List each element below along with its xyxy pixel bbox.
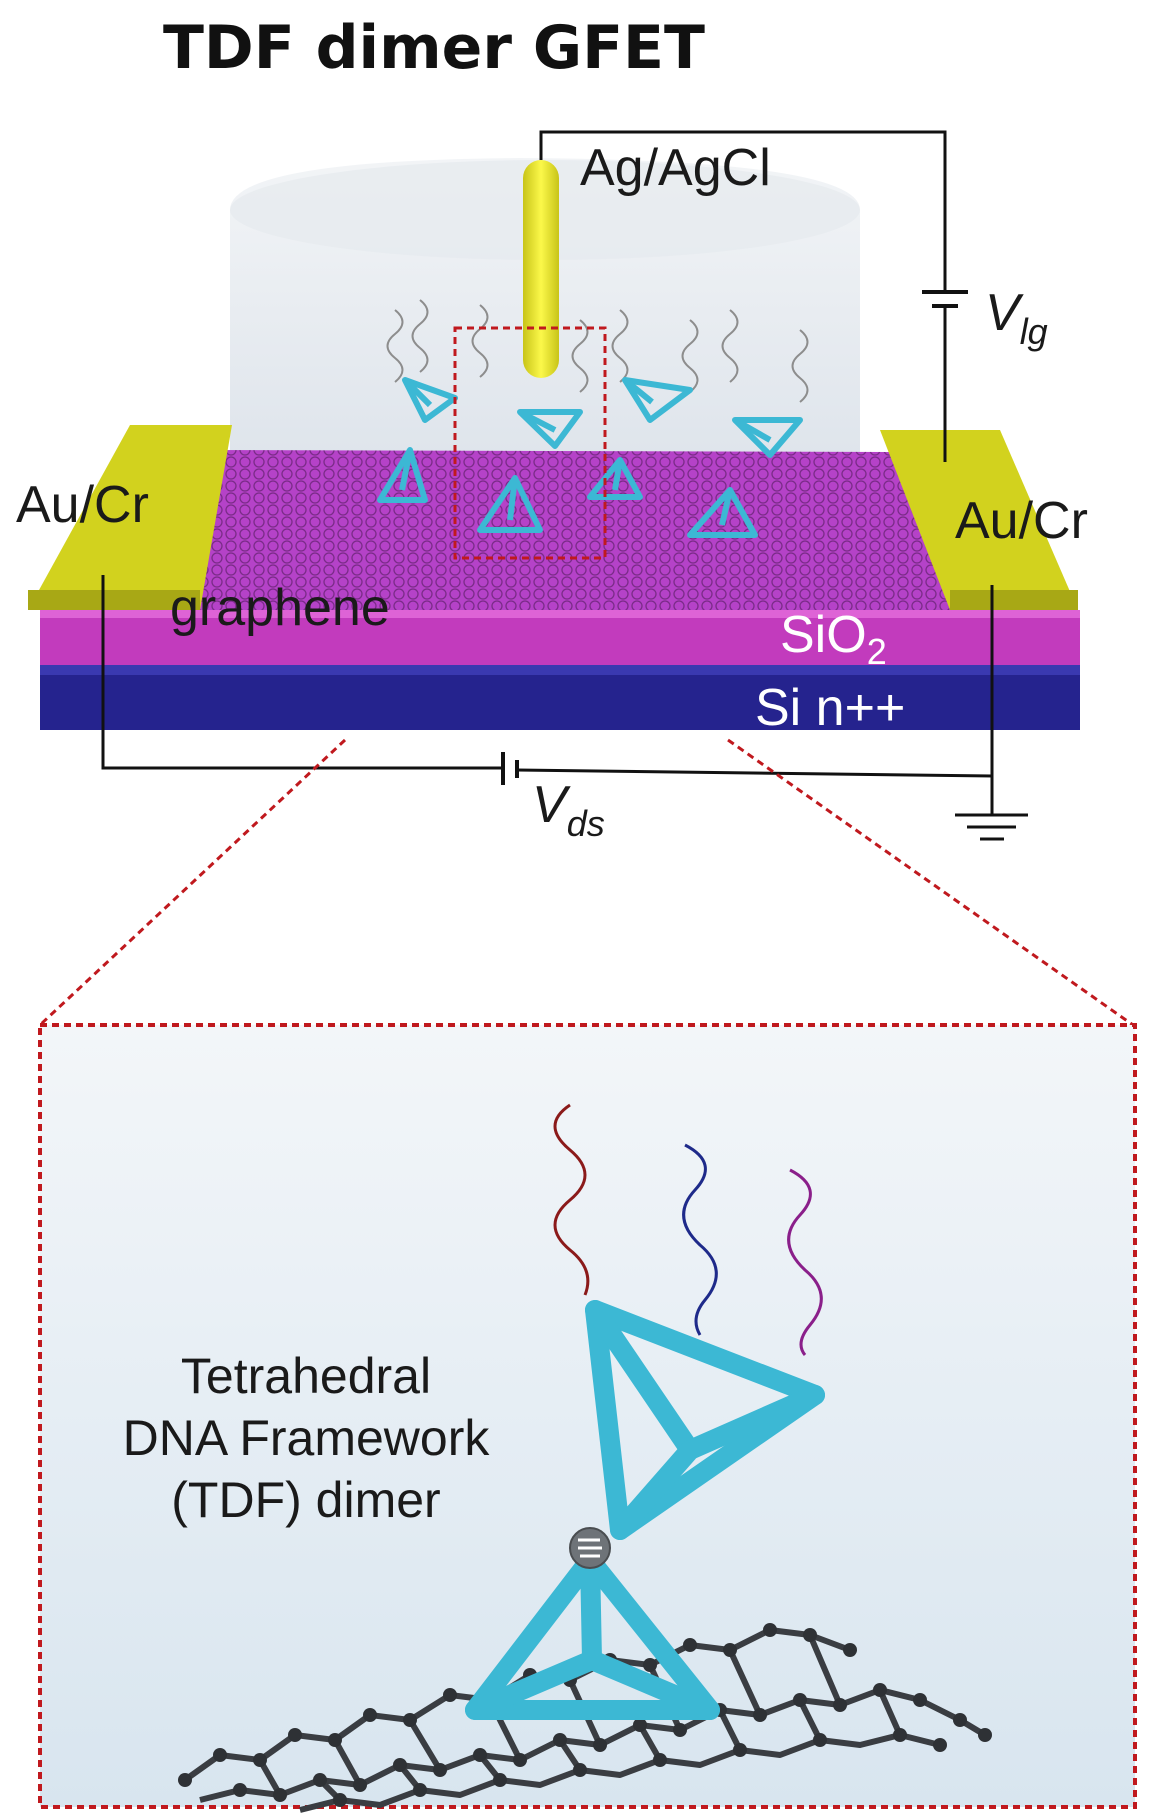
dimer-linker-hybrid — [569, 1527, 611, 1569]
inset-caption: Tetrahedral DNA Framework (TDF) dimer — [123, 1348, 491, 1528]
ag-agcl-electrode — [523, 160, 559, 378]
zoom-region-box — [453, 326, 607, 560]
tdf-dimer-4 — [687, 417, 803, 538]
contact-right-pad — [880, 430, 1078, 610]
inset-dna-strands — [553, 1103, 823, 1356]
liquid-gate-circuit — [539, 130, 968, 462]
svg-text:(TDF) dimer: (TDF) dimer — [171, 1472, 440, 1528]
drain-source-circuit — [101, 575, 1028, 841]
graphene-sheet — [100, 450, 1000, 610]
sio2-layer — [40, 610, 1080, 665]
silicon-substrate-layer — [40, 665, 1080, 730]
strand-red — [553, 1103, 590, 1296]
inset-tdf-dimer — [465, 1300, 825, 1720]
tdf-dimers-on-chip — [377, 377, 803, 538]
contact-left-pad — [28, 425, 232, 610]
graphene-label: graphene — [170, 579, 390, 637]
figure-title: TDF dimer GFET — [163, 13, 705, 83]
strand-purple — [787, 1168, 823, 1356]
svg-text:Tetrahedral: Tetrahedral — [181, 1348, 431, 1404]
v-ds-label: Vds — [532, 776, 605, 844]
inset-panel — [38, 1023, 1137, 1809]
v-lg-label: Vlg — [985, 284, 1048, 352]
tdf-dimer-1 — [377, 377, 458, 503]
svg-text:DNA Framework: DNA Framework — [123, 1410, 491, 1466]
sio2-label: SiO2 — [780, 606, 887, 672]
inset-graphene-atoms — [178, 1623, 992, 1807]
tdf-upper-tetrahedron — [585, 1300, 825, 1540]
contact-right-label: Au/Cr — [955, 492, 1088, 550]
substrate-label: Si n++ — [755, 679, 905, 737]
strand-blue — [682, 1143, 718, 1336]
tdf-lower-tetrahedron — [465, 1550, 720, 1720]
probe-strands — [386, 299, 809, 403]
zoom-projection-lines — [38, 738, 1134, 1027]
ref-electrode-label: Ag/AgCl — [580, 139, 771, 197]
tdf-dimer-2 — [477, 409, 583, 533]
contact-left-label: Au/Cr — [16, 476, 149, 534]
